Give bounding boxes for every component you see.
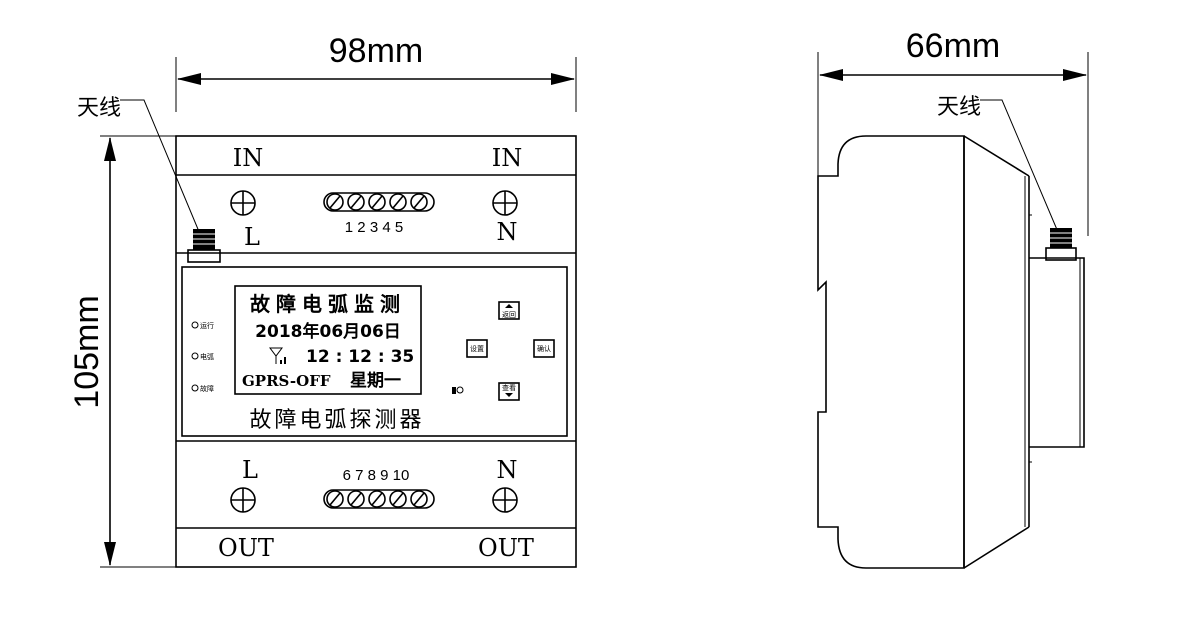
left-button-label: 设置 (470, 344, 484, 353)
indicator-arc: 电弧 (191, 352, 214, 361)
indicator-fault: 故障 (191, 384, 214, 393)
left-button[interactable]: 设置 (466, 339, 488, 358)
height-label: 105mm (68, 295, 106, 408)
fault-led-icon (191, 384, 199, 392)
antenna-leader-side (980, 99, 1059, 233)
run-led-icon (191, 321, 199, 329)
lcd-screen (234, 285, 422, 395)
top-right-screw-icon (492, 190, 518, 216)
bottom-left-out-label: OUT (218, 534, 274, 562)
right-button-label: 确认 (537, 344, 551, 353)
bottom-left-screw-icon (230, 487, 256, 513)
antenna-front-icon (187, 229, 221, 263)
arrow-up-icon (505, 304, 513, 308)
top-terminal-numbers: 1 2 3 4 5 (345, 219, 403, 236)
depth-label: 66mm (906, 27, 1000, 65)
bottom-pole-n-label: N (497, 456, 518, 484)
antenna-leader-front (120, 99, 201, 235)
arrow-down-icon (505, 393, 513, 397)
indicator-run: 运行 (191, 321, 214, 330)
indicator-fault-label: 故障 (200, 384, 214, 393)
side-view: 66mm 天线 (817, 27, 1089, 569)
top-pole-l-label: L (244, 223, 260, 251)
signal-strength-icon (269, 347, 286, 364)
indicator-arc-label: 电弧 (200, 352, 214, 361)
bottom-signal-terminals-icon (323, 489, 435, 509)
bottom-terminal-numbers: 6 7 8 9 10 (343, 467, 410, 484)
antenna-label-side: 天线 (937, 95, 981, 120)
test-port-icon (452, 386, 464, 394)
down-button[interactable]: 查看 (498, 382, 520, 401)
width-label: 98mm (329, 32, 423, 70)
arc-led-icon (191, 352, 199, 360)
down-button-label: 查看 (502, 383, 516, 392)
lcd-date: 2018年06月06日 (255, 321, 401, 342)
lcd-time: 12 : 12 : 35 (306, 347, 414, 367)
top-left-in-label: IN (233, 144, 263, 172)
up-button-label: 返回 (502, 311, 516, 319)
top-pole-n-label: N (497, 218, 518, 246)
depth-dimension: 66mm (817, 27, 1089, 236)
bottom-right-screw-icon (492, 487, 518, 513)
height-dimension: 105mm (68, 135, 176, 568)
side-outline (817, 135, 965, 569)
bottom-right-out-label: OUT (478, 534, 534, 562)
lcd-status: GPRS-OFF (242, 372, 331, 390)
width-dimension: 98mm (175, 32, 577, 112)
face-panel (181, 266, 568, 437)
device-body (175, 135, 577, 568)
antenna-label-front: 天线 (77, 96, 121, 121)
lcd-title: 故障电弧监测 (250, 292, 406, 316)
top-right-in-label: IN (492, 144, 522, 172)
bottom-pole-l-label: L (242, 456, 258, 484)
indicator-run-label: 运行 (200, 321, 214, 330)
device-label: 故障电弧探测器 (249, 408, 424, 433)
top-left-screw-icon (230, 190, 256, 216)
top-signal-terminals-icon (323, 192, 435, 212)
lcd-weekday: 星期一 (350, 371, 401, 391)
antenna-side-icon (1045, 228, 1077, 261)
right-button[interactable]: 确认 (533, 339, 555, 358)
front-view: 98mm 105mm 天线 IN IN (68, 32, 577, 568)
up-button[interactable]: 返回 (498, 301, 520, 320)
